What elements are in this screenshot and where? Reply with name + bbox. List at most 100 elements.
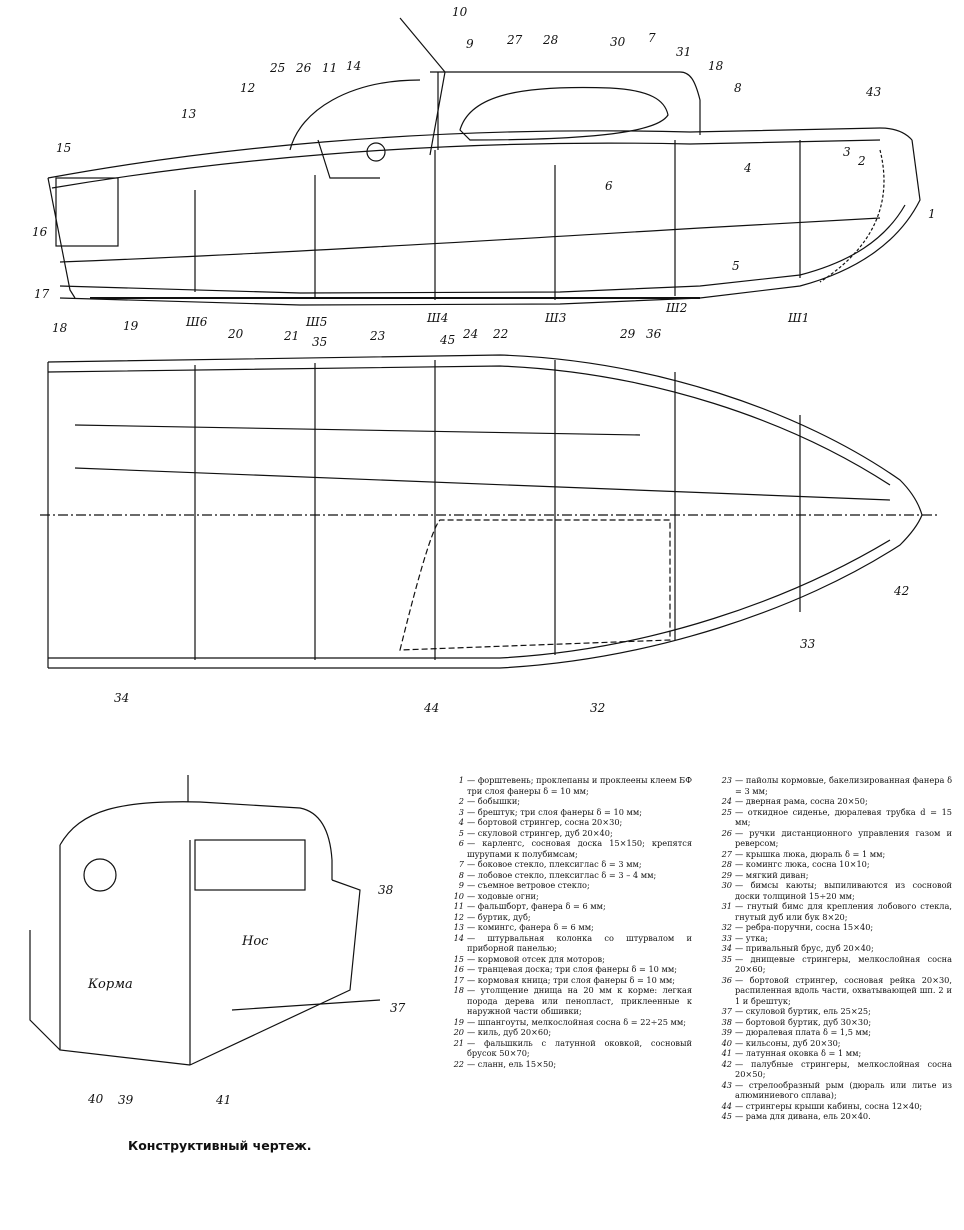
legend-number: 20 xyxy=(453,1027,464,1037)
legend-number: 21 xyxy=(453,1037,464,1048)
zone-label: Ш6 xyxy=(185,315,208,329)
legend-right: 23— пайолы кормовые, бакелизированная фа… xyxy=(716,775,952,1122)
legend-number: 26 xyxy=(721,827,732,838)
legend-item: 32— ребра-поручни, сосна 15×40; xyxy=(716,922,952,933)
legend-text: — латунная оковка δ = 1 мм; xyxy=(735,1048,862,1058)
legend-text: — палубные стрингеры, мелкослойная сосна… xyxy=(735,1058,952,1080)
callout-number: 7 xyxy=(648,31,656,45)
callout-number: 38 xyxy=(378,883,394,897)
legend-text: — ребра-поручни, сосна 15×40; xyxy=(735,922,874,932)
legend-number: 42 xyxy=(721,1058,732,1069)
legend-text: — рама для дивана, ель 20×40. xyxy=(735,1111,871,1121)
legend-text: — крышка люка, дюраль δ = 1 мм; xyxy=(735,848,886,859)
legend-item: 27— крышка люка, дюраль δ = 1 мм; xyxy=(716,849,952,860)
callout-number: 14 xyxy=(346,59,361,73)
legend-number: 28 xyxy=(721,859,732,869)
callout-number: 18 xyxy=(52,321,68,335)
legend-text: — кормовая кница; три слоя фанеры δ = 10… xyxy=(467,974,675,985)
callout-number: 36 xyxy=(646,327,662,341)
callouts: 1 2 3 4 5 6 7 8 9 10 11 12 13 14 15 16 1… xyxy=(32,5,936,1107)
legend-text: — утка; xyxy=(735,932,768,943)
legend-text: — мягкий диван; xyxy=(735,869,809,880)
legend-number: 39 xyxy=(721,1027,732,1037)
caption: Конструктивный чертеж. xyxy=(128,1138,312,1153)
callout-number: 25 xyxy=(269,61,285,75)
legend-text: — буртик, дуб; xyxy=(467,911,531,922)
legend-item: 24— дверная рама, сосна 20×50; xyxy=(716,796,952,807)
legend-item: 26— ручки дистанционного управления газо… xyxy=(716,828,952,849)
legend-number: 10 xyxy=(453,890,464,901)
legend-item: 33— утка; xyxy=(716,933,952,944)
zone-label: Ш2 xyxy=(665,301,687,315)
legend-number: 30 xyxy=(721,880,732,890)
callout-number: 37 xyxy=(390,1001,406,1015)
legend-item: 37— скуловой буртик, ель 25×25; xyxy=(716,1006,952,1017)
legend-number: 41 xyxy=(721,1048,732,1058)
legend-text: — утолщение днища на 20 мм к корме: легк… xyxy=(467,985,692,1016)
callout-number: 17 xyxy=(34,287,50,301)
legend-number: 17 xyxy=(453,974,464,985)
legend-text: — бортовой буртик, дуб 30×30; xyxy=(735,1016,872,1027)
legend-text: — шпангоуты, мелкослойная сосна δ = 22÷2… xyxy=(467,1016,687,1027)
legend-number: 15 xyxy=(453,953,464,964)
callout-number: 29 xyxy=(619,327,636,341)
callout-number: 40 xyxy=(87,1092,104,1106)
legend-number: 38 xyxy=(721,1016,732,1027)
legend-number: 12 xyxy=(453,911,464,922)
legend-item: 35— днищевые стрингеры, мелкослойная сос… xyxy=(716,954,952,975)
legend-item: 25— откидное сиденье, дюралевая трубка d… xyxy=(716,807,952,828)
legend-text: — пайолы кормовые, бакелизированная фане… xyxy=(735,775,952,796)
legend-text: — гнутый бимс для крепления лобового сте… xyxy=(735,901,952,922)
legend-item: 29— мягкий диван; xyxy=(716,870,952,881)
side-view xyxy=(47,17,921,306)
legend-text: — брештук; три слоя фанеры δ = 10 мм; xyxy=(467,806,643,817)
legend-left: 1— форштевень; проклепаны и проклеены кл… xyxy=(448,775,692,1069)
legend-number: 13 xyxy=(453,922,464,932)
legend-text: — дюралевая плата δ = 1,5 мм; xyxy=(735,1027,872,1037)
callout-number: 23 xyxy=(369,329,386,343)
legend-text: — ручки дистанционного управления газом … xyxy=(735,827,952,849)
legend-number: 29 xyxy=(721,869,732,880)
callout-number: 30 xyxy=(610,35,626,49)
legend-item: 34— привальный брус, дуб 20×40; xyxy=(716,943,952,954)
legend-text: — фальшборт, фанера δ = 6 мм; xyxy=(467,901,606,911)
legend-item: 20— киль, дуб 20×60; xyxy=(448,1027,692,1038)
legend-number: 4 xyxy=(458,817,464,827)
legend-number: 35 xyxy=(721,953,732,964)
legend-number: 14 xyxy=(453,932,464,943)
legend-number: 25 xyxy=(721,806,732,817)
legend-item: 15— кормовой отсек для моторов; xyxy=(448,954,692,965)
legend-item: 36— бортовой стрингер, сосновая рейка 20… xyxy=(716,975,952,1007)
legend-text: — стрелообразный рым (дюраль или литье и… xyxy=(735,1079,952,1101)
legend-item: 23— пайолы кормовые, бакелизированная фа… xyxy=(716,775,952,796)
legend-item: 30— бимсы каюты; выпиливаются из сосново… xyxy=(716,880,952,901)
callout-number: 35 xyxy=(312,335,327,349)
legend-text: — откидное сиденье, дюралевая трубка d =… xyxy=(735,806,952,828)
callout-number: 33 xyxy=(800,637,816,651)
legend-number: 8 xyxy=(458,869,464,880)
zone-label: Ш1 xyxy=(787,311,809,325)
legend-item: 6— карленгс, сосновая доска 15×150; креп… xyxy=(448,838,692,859)
legend-item: 13— комингс, фанера δ = 6 мм; xyxy=(448,922,692,933)
legend-item: 40— кильсоны, дуб 20×30; xyxy=(716,1038,952,1049)
callout-number: 1 xyxy=(928,207,936,221)
callout-number: 24 xyxy=(462,327,478,341)
legend-item: 5— скуловой стрингер, дуб 20×40; xyxy=(448,828,692,839)
legend-item: 45— рама для дивана, ель 20×40. xyxy=(716,1111,952,1122)
callout-number: 21 xyxy=(283,329,299,343)
callout-number: 32 xyxy=(590,701,605,715)
legend-number: 34 xyxy=(721,943,732,953)
callout-number: 41 xyxy=(215,1093,231,1107)
legend-text: — скуловой буртик, ель 25×25; xyxy=(735,1006,871,1016)
legend-item: 44— стрингеры крыши кабины, сосна 12×40; xyxy=(716,1101,952,1112)
legend-item: 21— фальшкиль с латунной оковкой, соснов… xyxy=(448,1038,692,1059)
legend-item: 16— транцевая доска; три слоя фанеры δ =… xyxy=(448,964,692,975)
legend-text: — бимсы каюты; выпиливаются из сосновой … xyxy=(735,880,952,901)
legend-item: 28— комингс люка, сосна 10×10; xyxy=(716,859,952,870)
callout-number: 12 xyxy=(240,81,255,95)
zone-label: Ш4 xyxy=(426,311,448,325)
legend-text: — привальный брус, дуб 20×40; xyxy=(735,943,874,953)
legend-text: — лобовое стекло, плексиглас δ = 3 – 4 м… xyxy=(467,869,657,880)
callout-number: 19 xyxy=(123,319,139,333)
